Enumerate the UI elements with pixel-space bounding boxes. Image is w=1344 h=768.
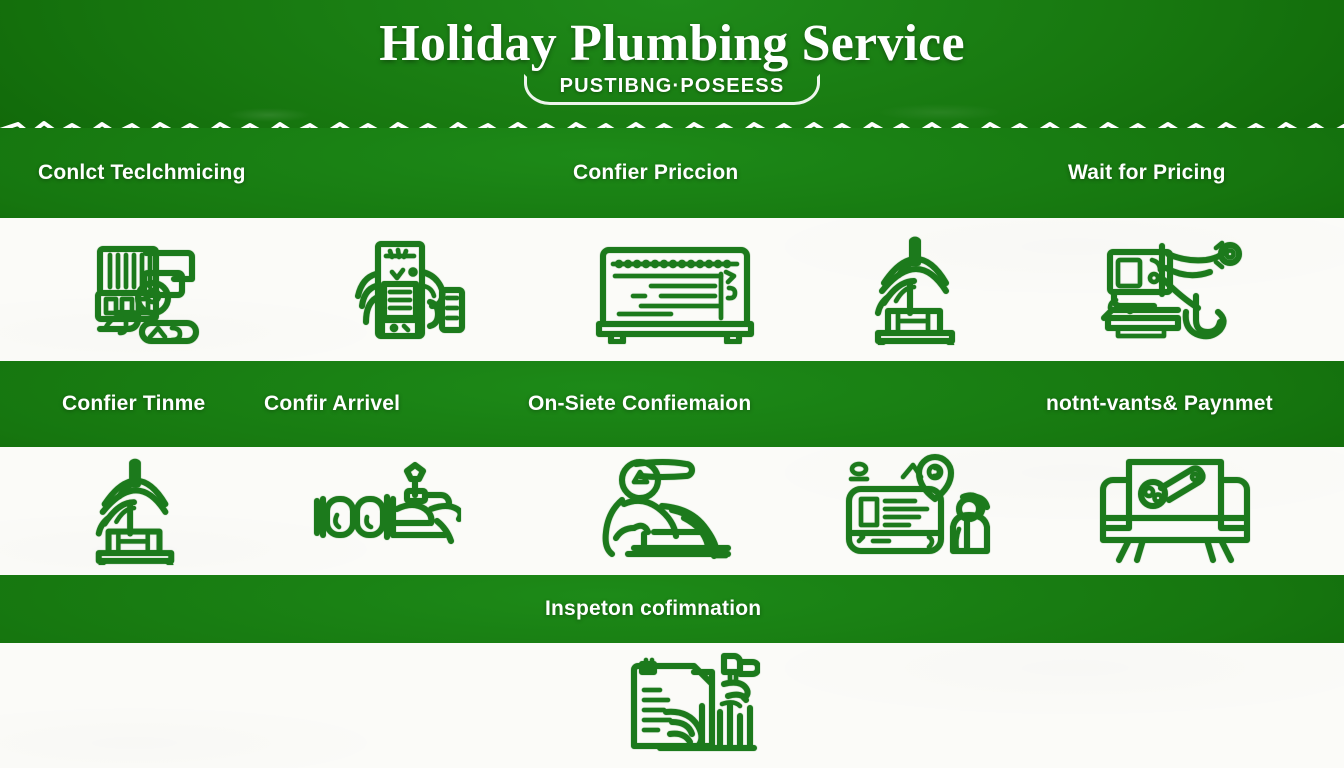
appliance-hand-icon	[70, 218, 220, 361]
invoice-screen-icon	[580, 218, 770, 361]
worker-person-icon	[590, 447, 765, 575]
row-3-label-band: Inspeton cofimnation	[0, 575, 1344, 643]
subtitle-container: PUSTIBNG·POSEESS	[0, 72, 1344, 105]
step-label-payment: notnt-vants& Paynmet	[1046, 392, 1273, 415]
house-pedestal-icon	[80, 447, 190, 575]
clipboard-pipes-icon	[610, 643, 770, 768]
row-2-icon-band	[0, 447, 1344, 575]
subtitle-badge: PUSTIBNG·POSEESS	[523, 72, 821, 105]
step-label-onsite-confirmation: On-Siete Confiemaion	[528, 392, 752, 415]
step-label-confirm-precision: Confier Priccion	[573, 161, 739, 184]
row-2-label-band: Confier Tinme Confir Arrivel On-Siete Co…	[0, 361, 1344, 447]
pipe-machine-icon	[1090, 218, 1260, 361]
title-band: Holiday Plumbing Service PUSTIBNG·POSEES…	[0, 0, 1344, 128]
monitor-wrench-icon	[1085, 447, 1265, 575]
step-label-inspection-confirmation: Inspeton cofimnation	[545, 597, 762, 620]
row-3-icon-band	[0, 643, 1344, 768]
step-label-contact-technician: Conlct Teclchmicing	[38, 161, 246, 184]
step-label-confirm-time: Confier Tinme	[62, 392, 206, 415]
monitor-person-pin-icon	[835, 447, 1010, 575]
page-title: Holiday Plumbing Service	[379, 15, 965, 72]
house-pedestal-icon	[860, 218, 970, 361]
water-heater-icon	[340, 218, 480, 361]
step-label-wait-for-pricing: Wait for Pricing	[1068, 161, 1226, 184]
faucet-pipe-icon	[300, 447, 470, 575]
row-1-label-band: Conlct Teclchmicing Confier Priccion Wai…	[0, 128, 1344, 218]
step-label-confirm-arrival: Confir Arrivel	[264, 392, 401, 415]
row-1-icon-band	[0, 218, 1344, 361]
